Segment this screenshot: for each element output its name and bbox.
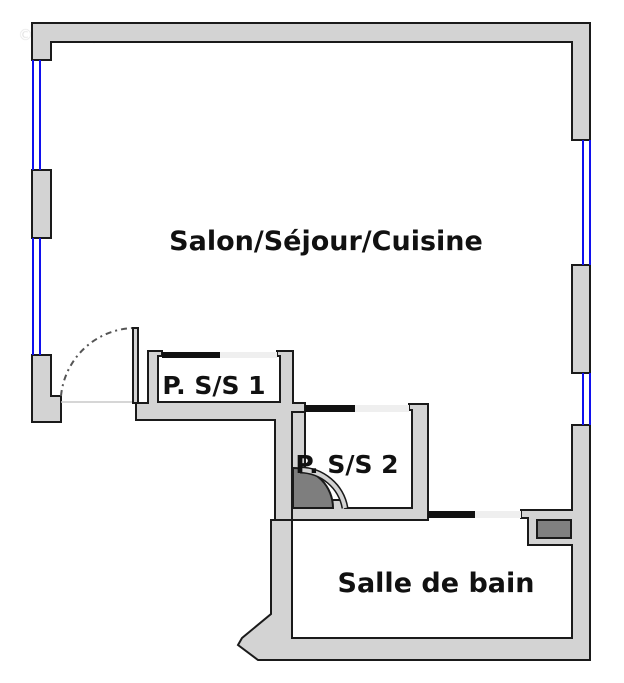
- wall-left-pier-2: [31, 354, 62, 423]
- wall-left-pier-1: [31, 169, 52, 239]
- room-label-salon: Salon/Séjour/Cuisine: [169, 226, 483, 257]
- wall-top: [31, 22, 591, 141]
- window-left-bottom: [32, 238, 41, 355]
- window-left-top: [32, 60, 41, 170]
- entry-door-leaf: [132, 327, 139, 404]
- window-right-top: [582, 140, 591, 265]
- pss2-curved-panel-inner: [299, 468, 347, 509]
- pss1-sliding-door-glass: [220, 352, 277, 358]
- pss2-sliding-door-solid: [305, 405, 355, 412]
- entry-door-swing-arc: [60, 326, 137, 397]
- bathroom-duct-fixture: [536, 519, 572, 539]
- pss2-sliding-door-glass: [355, 405, 409, 412]
- bathroom-sliding-door-solid: [428, 511, 475, 518]
- pss1-sliding-door-solid: [162, 352, 220, 358]
- room-label-pss1: P. S/S 1: [162, 371, 265, 400]
- window-right-bottom: [582, 373, 591, 425]
- wall-right-pier: [571, 264, 591, 374]
- room-label-sdb: Salle de bain: [338, 568, 535, 599]
- bathroom-sliding-door-glass: [475, 511, 521, 518]
- room-label-pss2: P. S/S 2: [295, 450, 398, 479]
